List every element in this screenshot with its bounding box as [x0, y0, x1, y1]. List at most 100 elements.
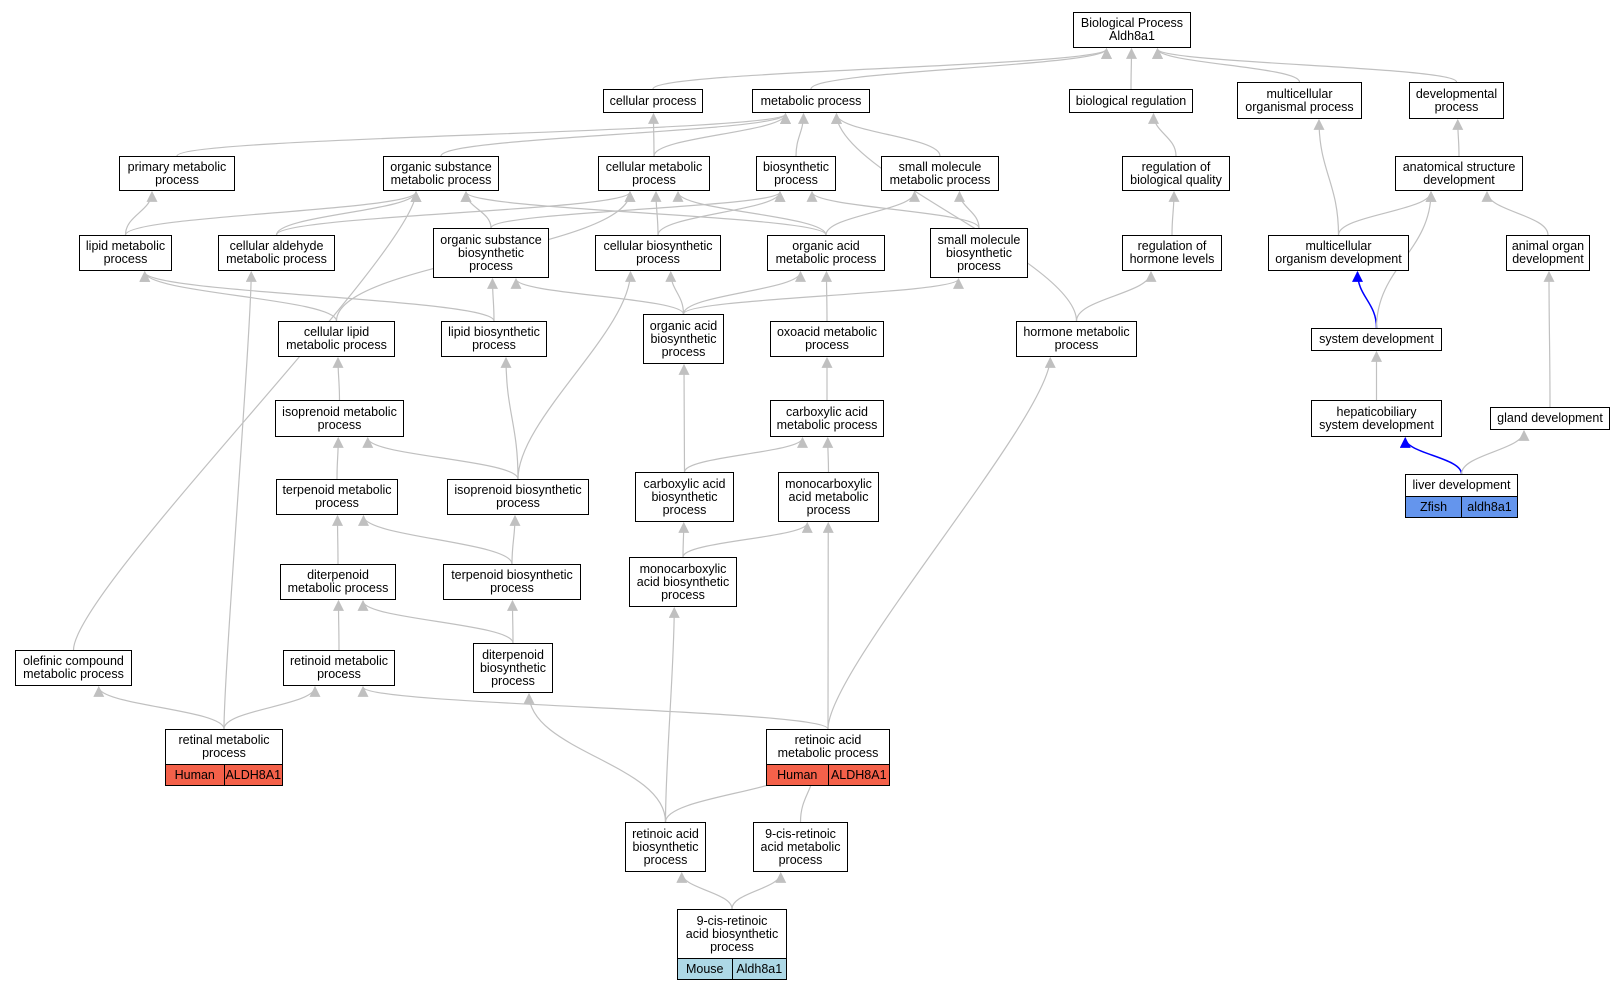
- go-term-cellular-lipid-metabolic-process[interactable]: cellular lipid metabolic process: [278, 321, 395, 357]
- edge-multicellular-organism-development-to-multicellular-organismal-process: [1313, 118, 1340, 236]
- edge-cellular-biosynthetic-process-to-cellular-metabolic-process: [650, 190, 662, 236]
- edge-9cis-retinoic-acid-biosynthetic-process-to-retinoic-acid-biosynthetic-process: [676, 871, 733, 910]
- go-term-liver-development[interactable]: liver development: [1405, 474, 1518, 497]
- go-term-primary-metabolic-process[interactable]: primary metabolic process: [119, 156, 235, 191]
- edge-multicellular-organismal-process-to-root: [1152, 47, 1301, 83]
- go-term-system-development[interactable]: system development: [1311, 328, 1442, 351]
- edge-monocarboxylic-acid-biosynthetic-process-to-monocarboxylic-acid-metabolic-process: [682, 521, 813, 558]
- go-term-terpenoid-metabolic-process[interactable]: terpenoid metabolic process: [276, 479, 398, 515]
- go-term-small-molecule-biosynthetic-process[interactable]: small molecule biosynthetic process: [930, 228, 1028, 278]
- go-term-isoprenoid-metabolic-process[interactable]: isoprenoid metabolic process: [275, 400, 404, 437]
- edge-organic-acid-biosynthetic-process-to-organic-substance-biosynthetic-process: [510, 277, 685, 315]
- edge-biological-regulation-to-root: [1125, 47, 1137, 90]
- species-tag[interactable]: Human: [166, 765, 225, 785]
- go-term-cellular-metabolic-process[interactable]: cellular metabolic process: [598, 156, 710, 191]
- edge-cellular-metabolic-process-to-metabolic-process: [653, 112, 791, 157]
- edge-cellular-process-to-root: [652, 47, 1112, 90]
- go-term-biological-regulation[interactable]: biological regulation: [1069, 89, 1193, 113]
- gene-tag[interactable]: ALDH8A1: [828, 765, 889, 785]
- edge-retinal-metabolic-process-to-olefinic-compound-metabolic-process: [93, 685, 225, 730]
- edge-small-molecule-metabolic-process-to-metabolic-process: [831, 112, 941, 157]
- edge-cellular-metabolic-process-to-cellular-process: [648, 112, 660, 157]
- go-term-organic-acid-biosynthetic-process[interactable]: organic acid biosynthetic process: [643, 314, 724, 364]
- edge-hormone-metabolic-process-to-metabolic-process: [831, 112, 1078, 322]
- go-term-regulation-of-hormone-levels[interactable]: regulation of hormone levels: [1122, 235, 1222, 271]
- go-term-biosynthetic-process[interactable]: biosynthetic process: [756, 156, 836, 191]
- edge-lipid-biosynthetic-process-to-lipid-metabolic-process: [139, 270, 495, 322]
- go-term-hormone-metabolic-process[interactable]: hormone metabolic process: [1016, 321, 1137, 357]
- edge-isoprenoid-biosynthetic-process-to-cellular-biosynthetic-process: [517, 270, 636, 480]
- gene-tag[interactable]: aldh8a1: [1462, 497, 1517, 517]
- go-term-root[interactable]: Biological Process Aldh8a1: [1073, 12, 1191, 48]
- go-term-olefinic-compound-metabolic-process[interactable]: olefinic compound metabolic process: [15, 650, 132, 686]
- go-term-oxoacid-metabolic-process[interactable]: oxoacid metabolic process: [770, 321, 884, 357]
- go-term-multicellular-organism-development[interactable]: multicellular organism development: [1268, 235, 1409, 271]
- go-term-retinoid-metabolic-process[interactable]: retinoid metabolic process: [283, 650, 395, 686]
- edge-retinal-metabolic-process-to-retinoid-metabolic-process: [223, 685, 321, 730]
- edge-olefinic-compound-metabolic-process-to-organic-substance-metabolic-process: [72, 190, 422, 651]
- edge-system-development-to-multicellular-organism-development: [1352, 270, 1378, 329]
- species-tag[interactable]: Mouse: [678, 959, 733, 979]
- edge-cellular-aldehyde-metabolic-process-to-cellular-metabolic-process: [275, 190, 636, 236]
- go-term-organic-substance-biosynthetic-process[interactable]: organic substance biosynthetic process: [433, 228, 549, 278]
- go-term-gland-development[interactable]: gland development: [1490, 407, 1610, 430]
- go-term-retinoic-acid-metabolic-process[interactable]: retinoic acid metabolic process: [766, 729, 890, 765]
- go-term-lipid-biosynthetic-process[interactable]: lipid biosynthetic process: [441, 321, 547, 357]
- edge-diterpenoid-metabolic-process-to-terpenoid-metabolic-process: [332, 514, 344, 565]
- edge-isoprenoid-metabolic-process-to-cellular-lipid-metabolic-process: [332, 356, 344, 401]
- go-term-regulation-of-biological-quality[interactable]: regulation of biological quality: [1122, 156, 1230, 191]
- edge-carboxylic-acid-biosynthetic-process-to-carboxylic-acid-metabolic-process: [683, 436, 808, 473]
- go-term-multicellular-organismal-process[interactable]: multicellular organismal process: [1237, 82, 1362, 119]
- edge-monocarboxylic-acid-biosynthetic-process-to-carboxylic-acid-biosynthetic-process: [678, 521, 690, 558]
- edge-regulation-of-biological-quality-to-biological-regulation: [1148, 112, 1177, 157]
- go-term-cellular-biosynthetic-process[interactable]: cellular biosynthetic process: [595, 235, 721, 271]
- go-term-diterpenoid-metabolic-process[interactable]: diterpenoid metabolic process: [280, 564, 396, 600]
- go-term-terpenoid-biosynthetic-process[interactable]: terpenoid biosynthetic process: [443, 564, 581, 600]
- go-term-anatomical-structure-development[interactable]: anatomical structure development: [1395, 156, 1523, 191]
- edge-retinoid-metabolic-process-to-diterpenoid-metabolic-process: [333, 599, 345, 651]
- edge-biosynthetic-process-to-metabolic-process: [795, 112, 809, 157]
- go-term-carboxylic-acid-metabolic-process[interactable]: carboxylic acid metabolic process: [770, 400, 884, 437]
- go-term-metabolic-process[interactable]: metabolic process: [752, 89, 870, 113]
- edge-liver-development-to-gland-development: [1460, 429, 1530, 475]
- go-term-diterpenoid-biosynthetic-process[interactable]: diterpenoid biosynthetic process: [473, 643, 553, 693]
- edge-developmental-process-to-root: [1152, 47, 1458, 83]
- gene-tag[interactable]: Aldh8a1: [732, 959, 786, 979]
- go-term-small-molecule-metabolic-process[interactable]: small molecule metabolic process: [881, 156, 999, 191]
- go-term-9cis-retinoic-acid-biosynthetic-process[interactable]: 9-cis-retinoic acid biosynthetic process: [677, 909, 787, 959]
- go-term-carboxylic-acid-biosynthetic-process[interactable]: carboxylic acid biosynthetic process: [635, 472, 734, 522]
- go-term-hepaticobiliary-system-development[interactable]: hepaticobiliary system development: [1311, 400, 1442, 437]
- go-term-monocarboxylic-acid-metabolic-process[interactable]: monocarboxylic acid metabolic process: [778, 472, 879, 522]
- go-term-animal-organ-development[interactable]: animal organ development: [1506, 235, 1590, 271]
- edge-animal-organ-development-to-anatomical-structure-development: [1481, 190, 1549, 236]
- edge-gland-development-to-animal-organ-development: [1543, 270, 1555, 408]
- edge-organic-substance-biosynthetic-process-to-biosynthetic-process: [490, 190, 786, 229]
- go-term-isoprenoid-biosynthetic-process[interactable]: isoprenoid biosynthetic process: [447, 479, 589, 515]
- edge-diterpenoid-biosynthetic-process-to-terpenoid-biosynthetic-process: [507, 599, 519, 644]
- go-term-cellular-aldehyde-metabolic-process[interactable]: cellular aldehyde metabolic process: [218, 235, 335, 271]
- gene-tag[interactable]: ALDH8A1: [224, 765, 282, 785]
- go-term-developmental-process[interactable]: developmental process: [1409, 82, 1504, 119]
- go-term-organic-acid-metabolic-process[interactable]: organic acid metabolic process: [767, 235, 885, 271]
- go-term-retinoic-acid-biosynthetic-process[interactable]: retinoic acid biosynthetic process: [625, 822, 706, 872]
- edge-retinoic-acid-metabolic-process-to-retinoid-metabolic-process: [357, 685, 829, 730]
- edge-cellular-aldehyde-metabolic-process-to-organic-substance-metabolic-process: [275, 190, 422, 236]
- edge-isoprenoid-biosynthetic-process-to-lipid-biosynthetic-process: [500, 356, 519, 480]
- edge-retinal-metabolic-process-to-cellular-aldehyde-metabolic-process: [223, 270, 257, 730]
- species-tag[interactable]: Human: [767, 765, 829, 785]
- edge-retinoic-acid-biosynthetic-process-to-diterpenoid-biosynthetic-process: [523, 692, 667, 823]
- species-tag[interactable]: Zfish: [1406, 497, 1462, 517]
- edge-carboxylic-acid-biosynthetic-process-to-organic-acid-biosynthetic-process: [678, 363, 690, 473]
- go-term-organic-substance-metabolic-process[interactable]: organic substance metabolic process: [383, 156, 499, 191]
- edge-retinoic-acid-biosynthetic-process-to-monocarboxylic-acid-biosynthetic-process: [664, 606, 680, 823]
- go-term-9cis-retinoic-acid-metabolic-process[interactable]: 9-cis-retinoic acid metabolic process: [753, 822, 848, 872]
- edge-terpenoid-metabolic-process-to-isoprenoid-metabolic-process: [332, 436, 344, 480]
- edge-small-molecule-biosynthetic-process-to-biosynthetic-process: [806, 190, 980, 229]
- go-term-cellular-process[interactable]: cellular process: [603, 89, 703, 113]
- go-term-retinal-metabolic-process[interactable]: retinal metabolic process: [165, 729, 283, 765]
- go-term-monocarboxylic-acid-biosynthetic-process[interactable]: monocarboxylic acid biosynthetic process: [629, 557, 737, 607]
- go-term-lipid-metabolic-process[interactable]: lipid metabolic process: [79, 235, 172, 271]
